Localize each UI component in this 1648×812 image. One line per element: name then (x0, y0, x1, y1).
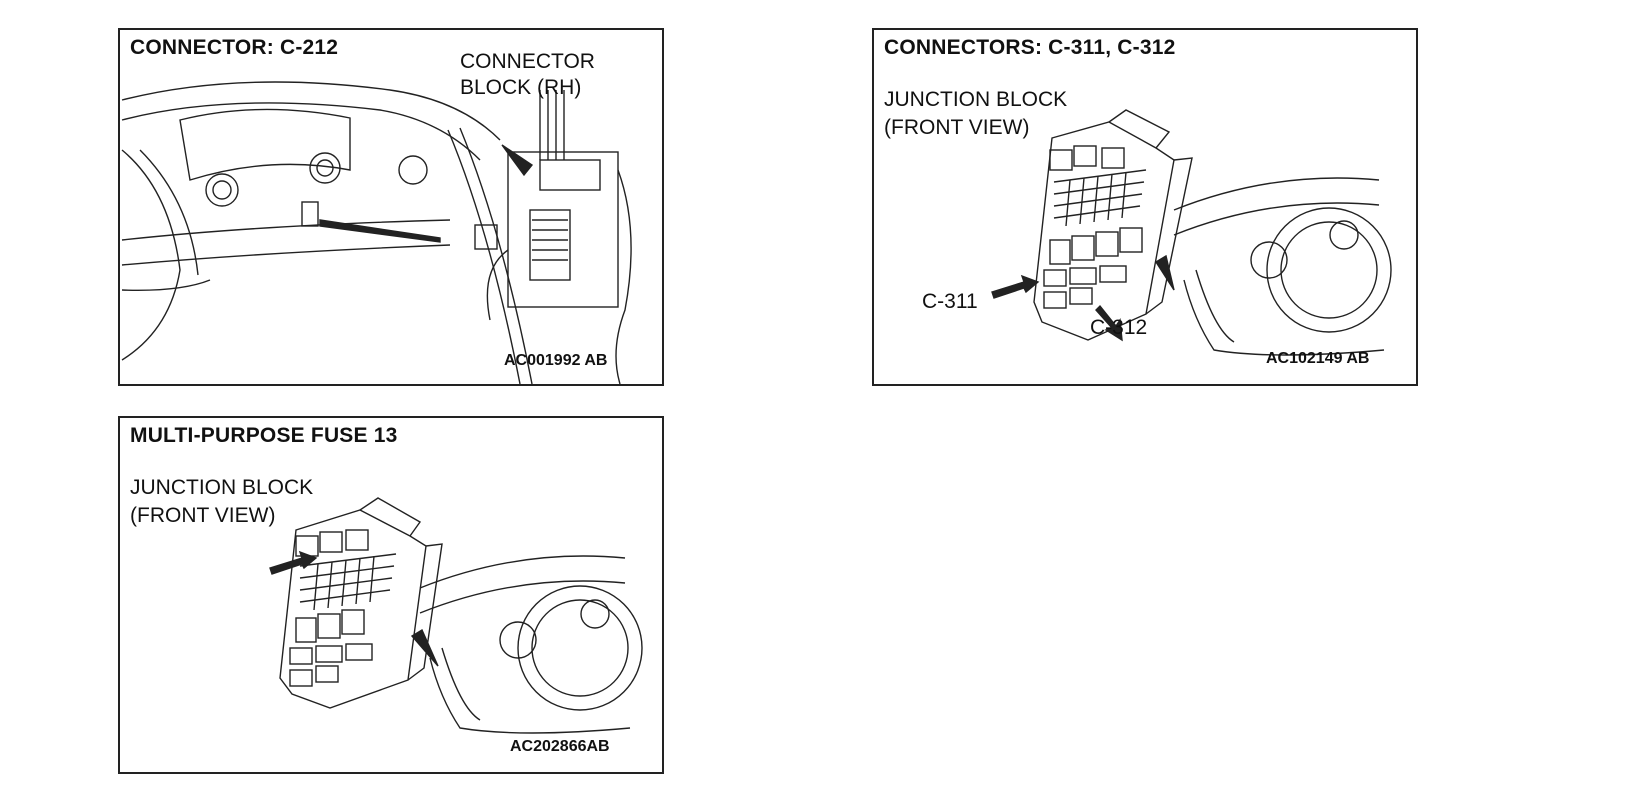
junction-block-label-line2: (FRONT VIEW) (130, 504, 276, 527)
c212-illustration (121, 81, 632, 384)
junction-block-label-line1: JUNCTION BLOCK (130, 476, 314, 499)
panel-title: CONNECTORS: C-311, C-312 (884, 36, 1176, 59)
junction-block-illustration (269, 497, 643, 734)
diagram-panel-c212: CONNECTOR: C-212 CONNECTOR BLOCK (RH) AC… (118, 28, 664, 386)
callout-c312: C-312 (1090, 316, 1148, 339)
figure-code: AC001992 AB (504, 352, 608, 369)
callout-c311: C-311 (922, 290, 978, 313)
figure-code: AC202866AB (510, 738, 610, 755)
junction-block-illustration (991, 109, 1392, 356)
figure-code: AC102149 AB (1266, 350, 1370, 367)
panel-title: CONNECTOR: C-212 (130, 36, 339, 59)
diagram-panel-fuse13: MULTI-PURPOSE FUSE 13 JUNCTION BLOCK (FR… (118, 416, 664, 774)
panel-title: MULTI-PURPOSE FUSE 13 (130, 424, 398, 447)
junction-block-label-line1: JUNCTION BLOCK (884, 88, 1068, 111)
connector-block-label-line1: CONNECTOR (460, 50, 595, 73)
junction-block-label-line2: (FRONT VIEW) (884, 116, 1030, 139)
diagram-panel-c311-c312: CONNECTORS: C-311, C-312 JUNCTION BLOCK … (872, 28, 1418, 386)
connector-block-label-line2: BLOCK (RH) (460, 76, 582, 99)
